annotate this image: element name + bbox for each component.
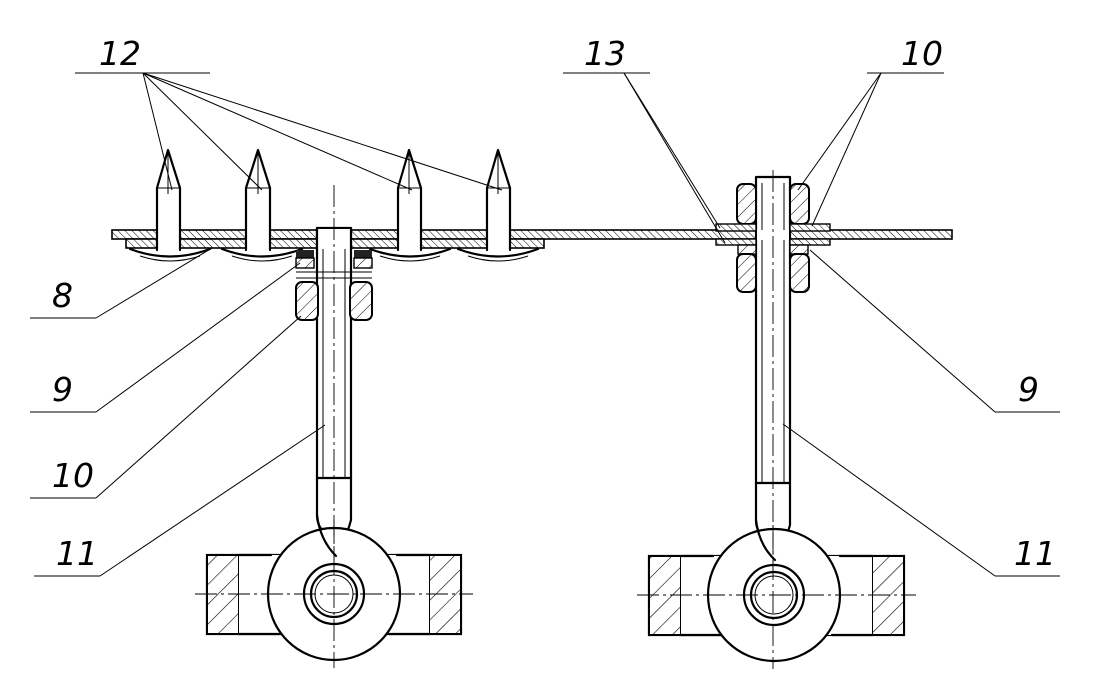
callout-10-left: 10 [52, 456, 94, 495]
leader-lines [30, 72, 1060, 577]
callout-9-right: 9 [1018, 370, 1039, 409]
spike-3 [396, 148, 423, 252]
callout-10-right: 10 [901, 34, 943, 73]
callout-11-right: 11 [1014, 534, 1056, 573]
right-bolt-assembly [637, 170, 916, 669]
callout-13: 13 [584, 34, 626, 73]
callout-9-left: 9 [52, 370, 73, 409]
rivet-heads [128, 247, 540, 262]
callout-8: 8 [52, 276, 73, 315]
callout-11-left: 11 [56, 534, 98, 573]
spike-2 [244, 148, 272, 252]
left-bolt-assembly [195, 185, 473, 668]
spike-4 [485, 148, 512, 252]
callout-12: 12 [99, 34, 141, 73]
spike-1 [155, 148, 182, 252]
